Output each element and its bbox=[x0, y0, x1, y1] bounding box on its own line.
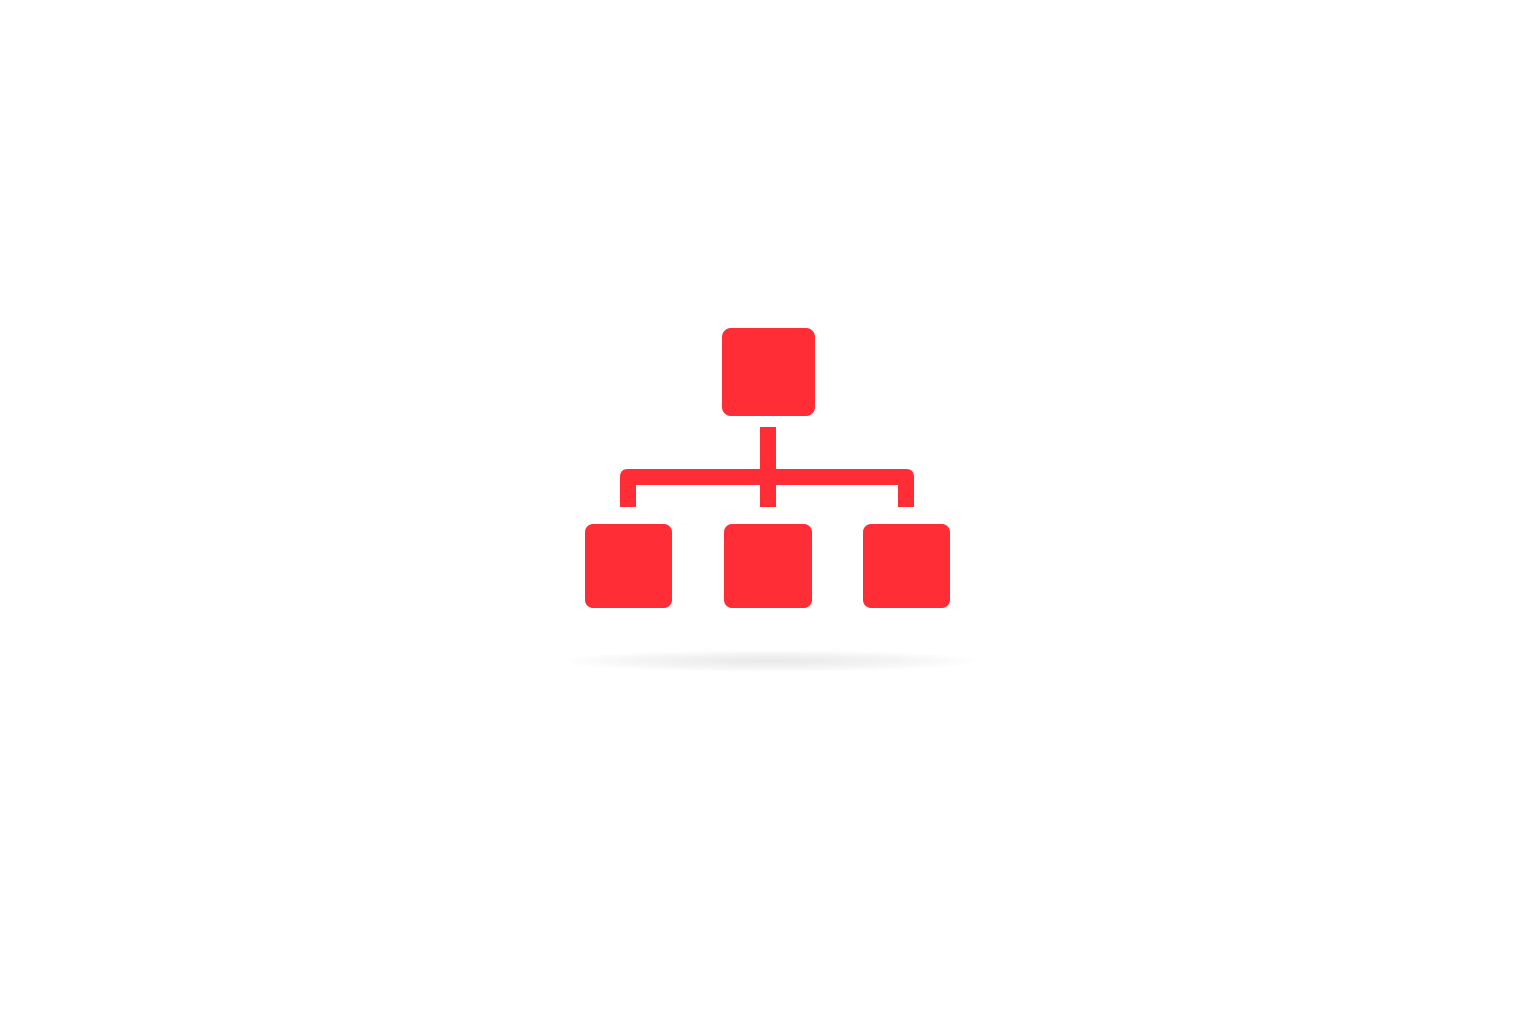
child-node-left bbox=[585, 524, 672, 608]
child-node-center bbox=[724, 524, 812, 608]
connector-stem bbox=[760, 427, 776, 507]
top-node bbox=[722, 328, 815, 416]
child-node-right bbox=[863, 524, 950, 608]
icon-shadow bbox=[560, 650, 980, 672]
connector-bus bbox=[620, 469, 914, 507]
